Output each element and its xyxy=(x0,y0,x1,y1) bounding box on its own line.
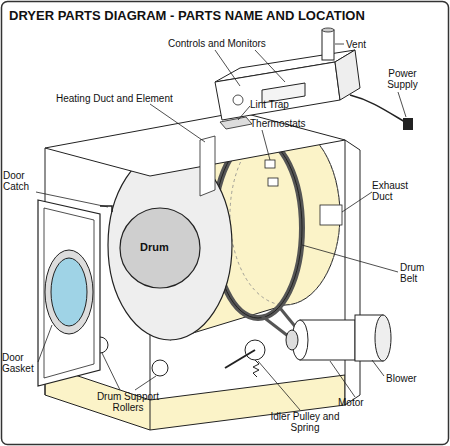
leader-line xyxy=(255,50,285,82)
part-label: Drum xyxy=(140,242,185,253)
leader-line xyxy=(262,130,270,160)
power-cord xyxy=(350,95,405,122)
part-label: Idler Pulley and Spring xyxy=(268,411,342,433)
belt-run xyxy=(262,316,288,336)
console-front xyxy=(215,62,340,120)
part-label: Vent xyxy=(346,39,386,50)
door-gasket xyxy=(45,250,93,334)
leader-line xyxy=(215,50,240,86)
console-side xyxy=(335,50,360,100)
part-label: Door Catch xyxy=(3,170,43,192)
leader-line xyxy=(330,361,355,397)
leader-line xyxy=(335,44,344,45)
leader-line xyxy=(135,376,156,390)
part-label: Power Supply xyxy=(380,68,425,90)
part-label: Blower xyxy=(386,373,436,384)
motor-pulley xyxy=(286,330,298,350)
leader-line xyxy=(102,353,120,390)
part-label: Motor xyxy=(338,397,388,408)
leader-line xyxy=(36,192,108,207)
thermostat xyxy=(265,160,275,168)
control-knob xyxy=(233,95,243,105)
support-roller xyxy=(152,360,168,376)
diagram-title: DRYER PARTS DIAGRAM - PARTS NAME AND LOC… xyxy=(9,8,445,23)
part-label: Thermostats xyxy=(250,118,330,129)
drum-opening xyxy=(120,208,200,288)
vent-opening xyxy=(322,28,334,32)
side-panel xyxy=(345,140,360,405)
leader-line xyxy=(258,361,300,410)
part-label: Heating Duct and Element xyxy=(56,93,206,104)
exhaust-duct xyxy=(320,205,342,225)
thermostat xyxy=(268,178,278,186)
idler-spring xyxy=(253,360,259,377)
part-label: Controls and Monitors xyxy=(168,38,288,49)
part-label: Drum Support Rollers xyxy=(88,391,168,413)
door-glass xyxy=(51,258,87,326)
power-plug xyxy=(403,118,413,130)
leader-line xyxy=(372,360,384,376)
part-label: Lint Trap xyxy=(250,99,330,110)
dryer-door xyxy=(38,200,100,386)
heating-duct xyxy=(200,136,215,196)
leader-lines xyxy=(36,44,406,410)
part-label: Drum Belt xyxy=(400,262,442,284)
vent-pipe xyxy=(322,30,334,60)
blower-end xyxy=(375,315,391,361)
leader-line xyxy=(238,106,250,120)
leader-line xyxy=(342,192,372,212)
cabinet-top xyxy=(45,112,345,176)
leader-line xyxy=(150,104,205,142)
door-inner xyxy=(44,208,94,378)
idler-arm xyxy=(225,350,255,368)
part-label: Exhaust Duct xyxy=(372,180,422,202)
part-label: Door Gasket xyxy=(2,352,46,374)
leader-line xyxy=(398,92,406,117)
leader-line xyxy=(302,245,398,272)
leader-line xyxy=(38,325,52,362)
